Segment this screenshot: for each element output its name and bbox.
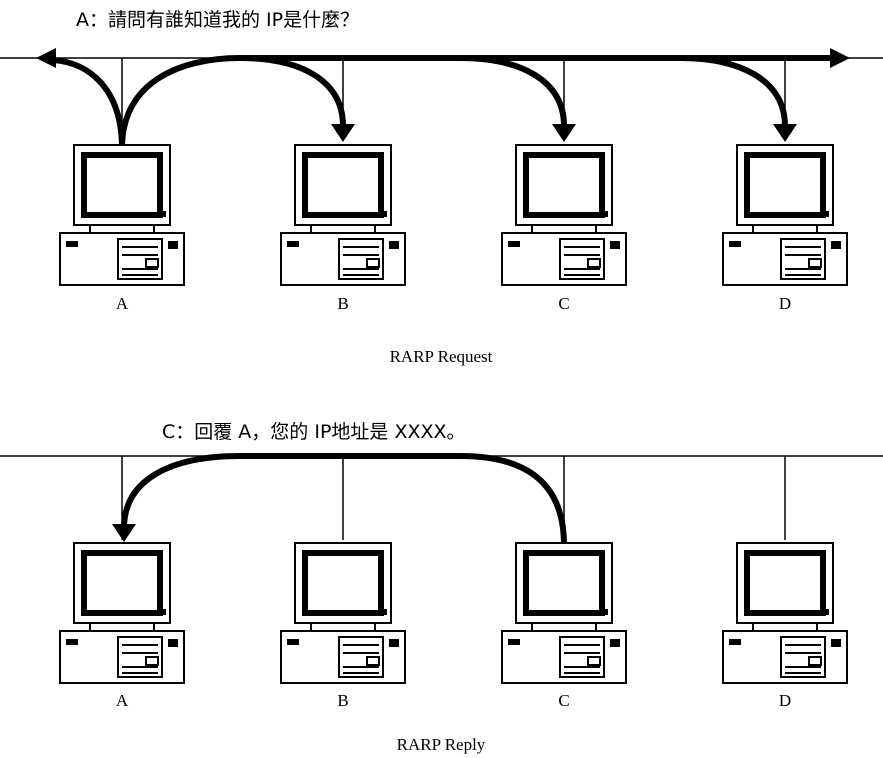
request-node-label-a: A	[116, 294, 129, 313]
reply-computer-d	[723, 543, 847, 683]
request-message: A：請問有誰知道我的 IP是什麼？	[76, 9, 359, 31]
reply-computer-c	[502, 543, 626, 683]
request-node-label-d: D	[779, 294, 791, 313]
reply-computer-a	[60, 543, 184, 683]
reply-unicast-arrow	[121, 453, 567, 546]
request-panel: A：請問有誰知道我的 IP是什麼？ A B C D RARP	[0, 9, 883, 366]
request-computer-a	[60, 145, 184, 285]
request-computer-c	[502, 145, 626, 285]
request-arrowhead-right	[830, 48, 850, 68]
request-node-label-c: C	[558, 294, 569, 313]
reply-computer-b	[281, 543, 405, 683]
request-arrowhead-b	[331, 124, 355, 142]
request-computer-d	[723, 145, 847, 285]
request-arrowhead-left	[36, 48, 56, 68]
request-caption: RARP Request	[390, 347, 493, 366]
reply-arrowhead-a	[112, 524, 136, 542]
reply-panel: C：回覆 A，您的 IP地址是 XXXX。 A B C D RARP Reply	[0, 421, 883, 754]
reply-message: C：回覆 A，您的 IP地址是 XXXX。	[162, 421, 466, 443]
reply-caption: RARP Reply	[397, 735, 486, 754]
request-computer-b	[281, 145, 405, 285]
reply-node-label-a: A	[116, 691, 129, 710]
request-broadcast-arrows	[51, 54, 836, 149]
request-arrowhead-d	[773, 124, 797, 142]
request-node-label-b: B	[337, 294, 348, 313]
request-arrowhead-c	[552, 124, 576, 142]
reply-node-label-c: C	[558, 691, 569, 710]
reply-node-label-d: D	[779, 691, 791, 710]
reply-node-label-b: B	[337, 691, 348, 710]
